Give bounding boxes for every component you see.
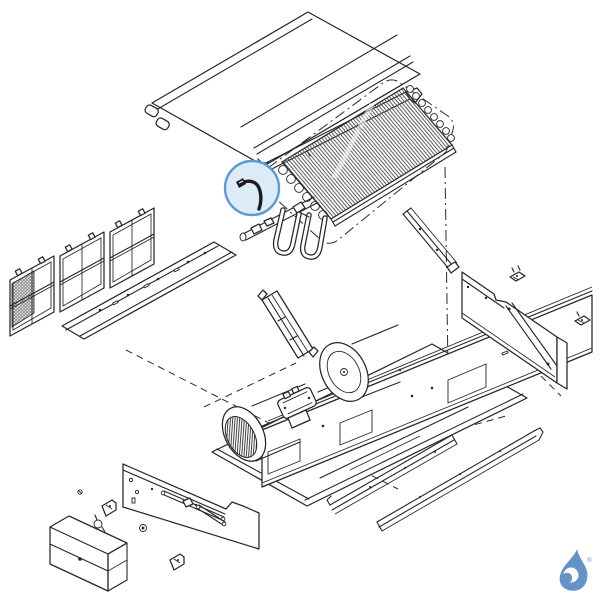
highlighted-part-callout[interactable] xyxy=(223,159,281,217)
drum-inlet xyxy=(224,416,258,458)
front-lower-panel xyxy=(122,463,260,550)
l-bracket-left xyxy=(101,499,117,517)
blower-housing-panel xyxy=(261,286,593,488)
side-panel-right xyxy=(461,271,568,390)
clip-bracket-lower xyxy=(574,311,591,326)
pipe-valve xyxy=(292,201,306,214)
shelf-panel xyxy=(61,241,237,340)
diagonal-brace xyxy=(505,302,558,370)
registered-mark: ® xyxy=(587,556,592,564)
blower-drum-right xyxy=(319,324,401,402)
hinge-tab xyxy=(144,104,159,118)
coil-hairpin-tubes xyxy=(278,165,328,220)
mounting-bracket xyxy=(257,289,319,359)
l-bracket-bottom xyxy=(169,553,185,571)
filter-grille-left xyxy=(9,255,55,337)
top-cover-panel xyxy=(144,11,421,167)
hinge-tab xyxy=(155,117,170,131)
bottom-rail-rear xyxy=(376,427,544,532)
linkage-rod xyxy=(160,490,226,522)
coil-tube-bends xyxy=(406,85,455,142)
bottom-rail-front xyxy=(326,434,458,515)
elbow-pipe-icon xyxy=(236,178,263,211)
filter-grille-center xyxy=(59,231,105,313)
corner-angle-strip xyxy=(402,207,460,274)
housing-cutout xyxy=(267,438,301,475)
fan-motor xyxy=(277,385,331,429)
screw xyxy=(77,489,83,495)
electrical-box xyxy=(49,515,128,592)
clip-bracket-upper xyxy=(509,265,526,282)
pipe-nut xyxy=(263,217,275,227)
housing-cutout xyxy=(339,409,373,446)
linkage-rod xyxy=(195,504,227,527)
housing-cutout xyxy=(447,363,487,404)
refrigerant-pipes xyxy=(239,196,328,260)
pipe-nut xyxy=(250,223,263,235)
blower-drum-left xyxy=(221,383,306,462)
water-drop-logo: ® xyxy=(559,549,592,591)
filter-grille-right xyxy=(109,207,155,289)
